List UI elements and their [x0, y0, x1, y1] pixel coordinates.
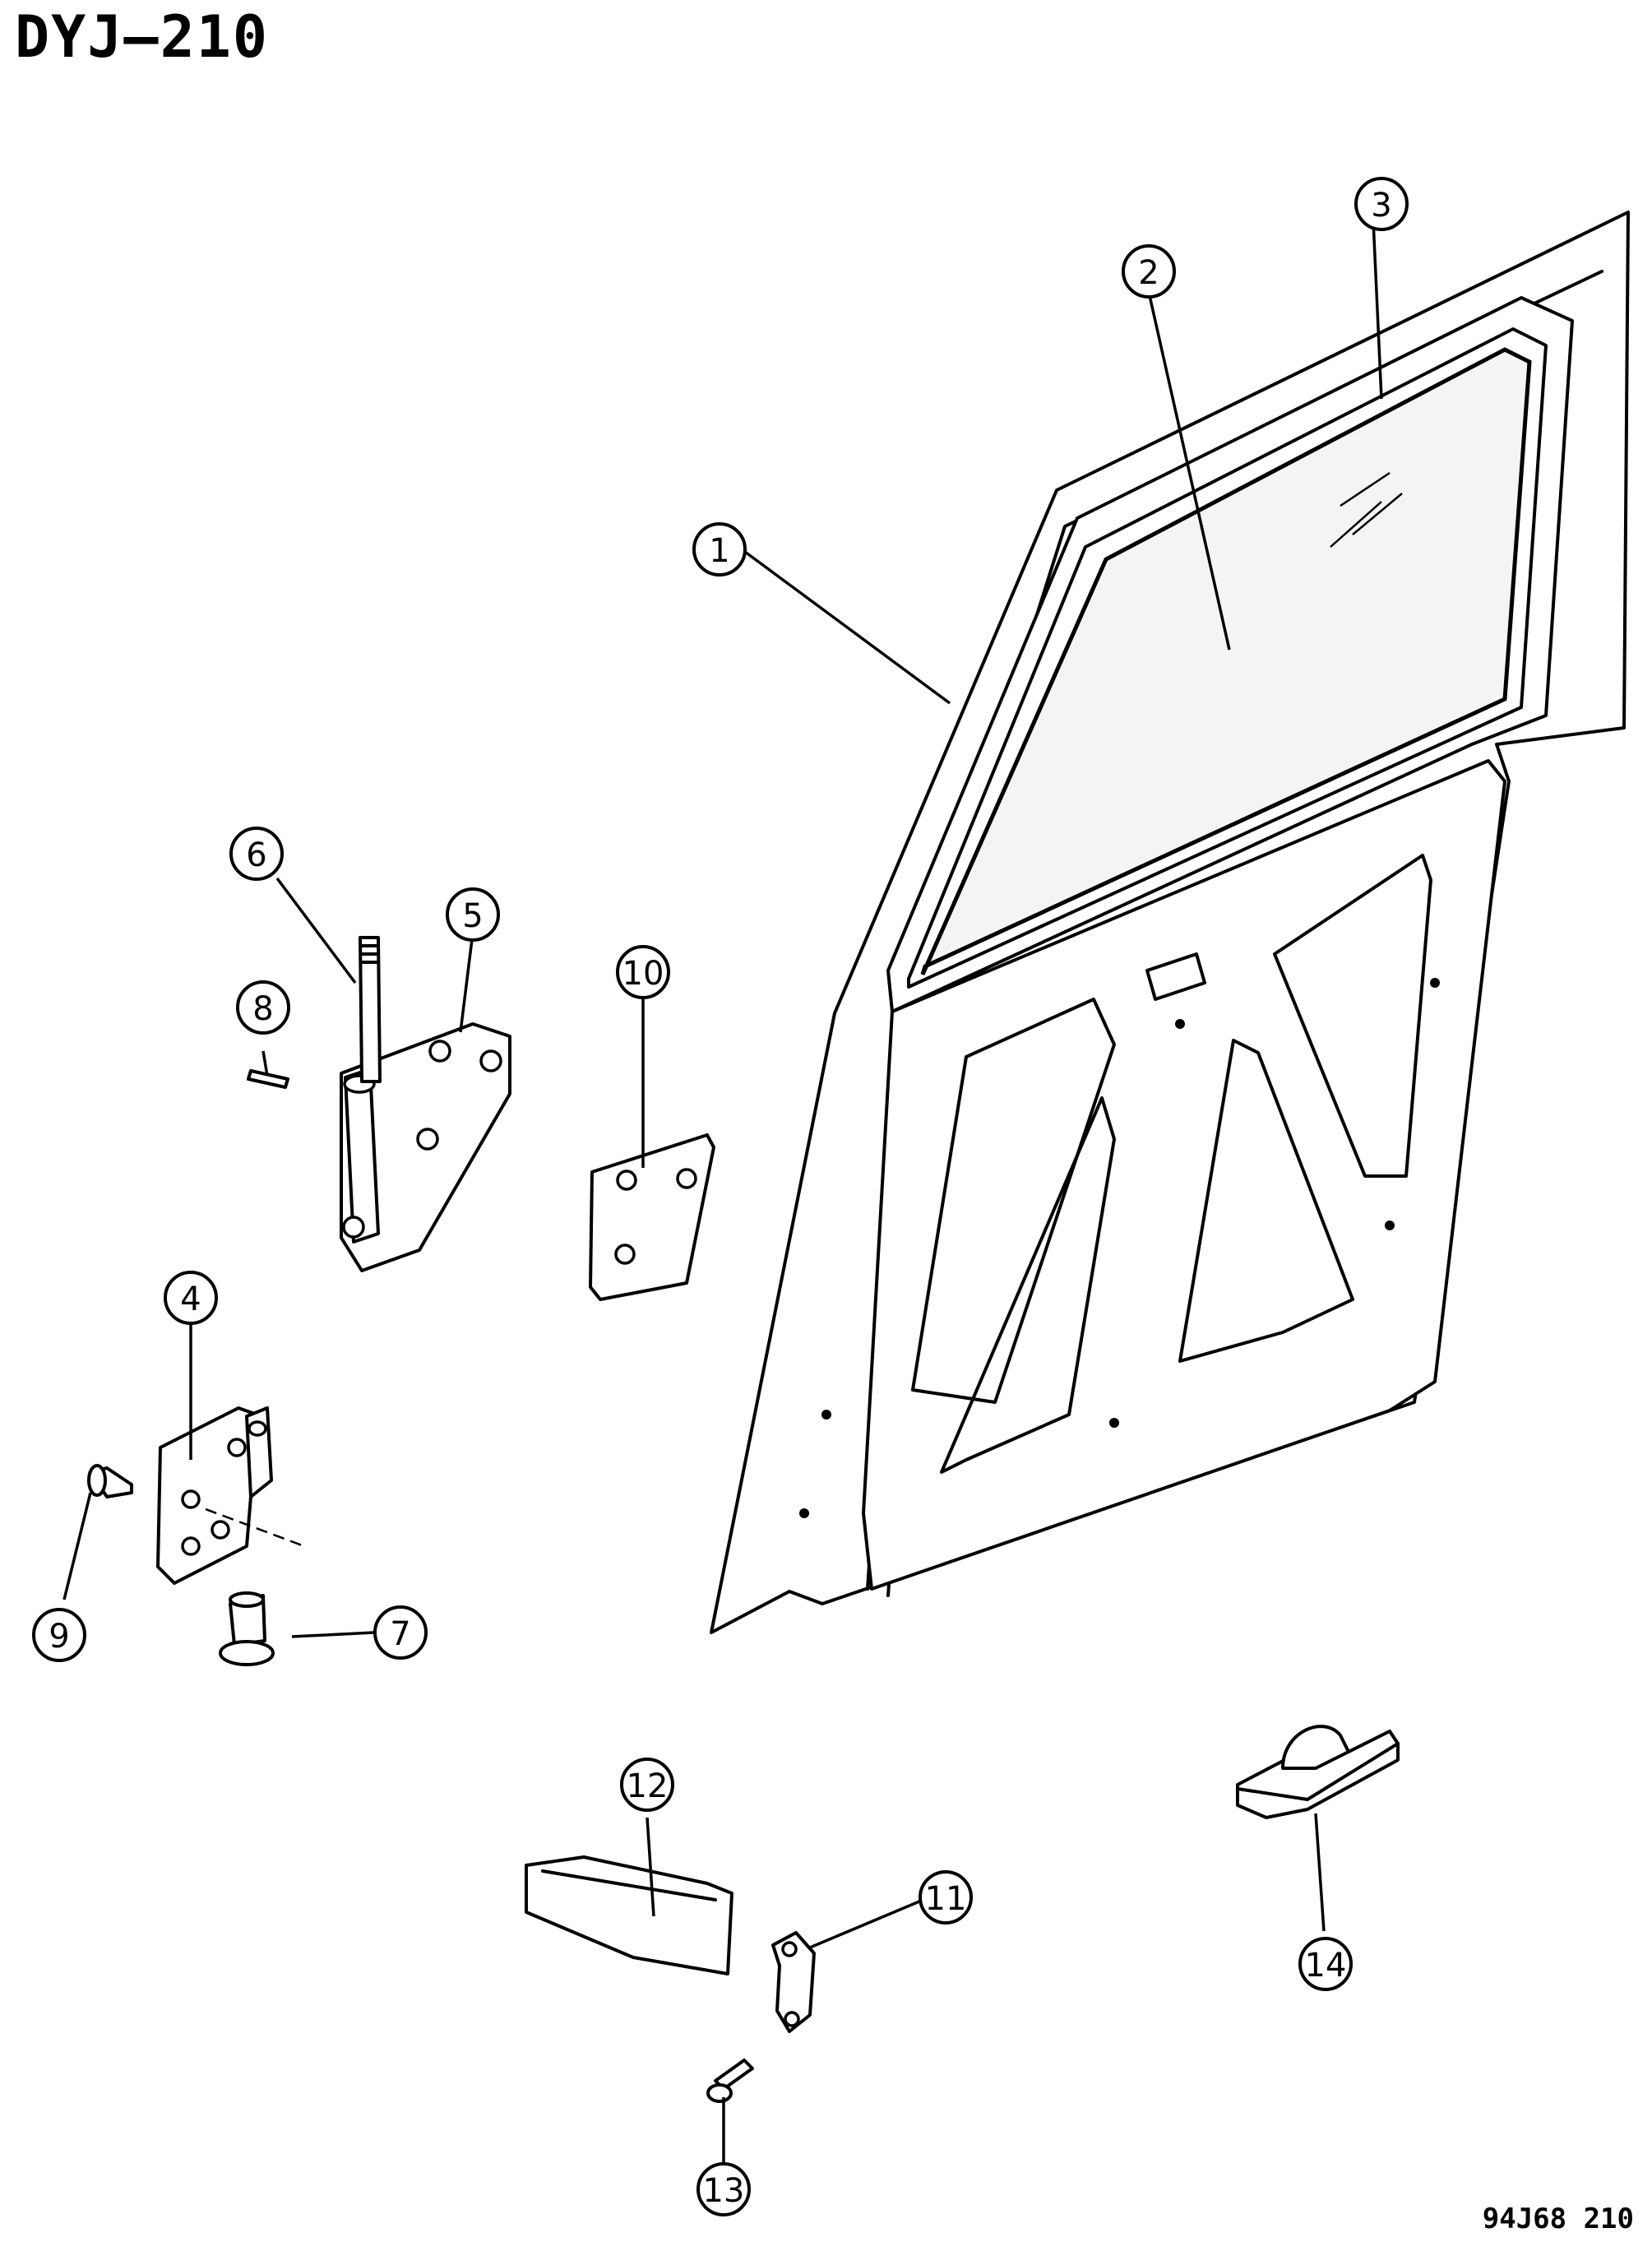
callout-12: 12 [620, 1758, 674, 1812]
bushing [219, 1591, 275, 1666]
callout-7-label: 7 [390, 1615, 410, 1653]
callout-10: 10 [616, 945, 670, 999]
callout-3-label: 3 [1371, 187, 1391, 225]
callout-11-label: 11 [925, 1880, 967, 1918]
callout-11: 11 [919, 1870, 973, 1924]
callout-6: 6 [229, 827, 284, 881]
callout-2: 2 [1122, 244, 1176, 299]
shim-plate [589, 1133, 715, 1301]
callout-1: 1 [692, 522, 747, 577]
callout-9: 9 [32, 1608, 86, 1662]
small-screw [706, 2059, 754, 2103]
handle-bracket [771, 1931, 816, 2033]
callout-4-label: 4 [180, 1281, 201, 1318]
upper-hinge [340, 1022, 511, 1272]
callout-13-label: 13 [703, 2172, 745, 2210]
door-handle [525, 1855, 733, 1975]
door-panel [710, 211, 1630, 1634]
callout-14-label: 14 [1305, 1947, 1347, 1985]
callout-8-label: 8 [252, 990, 273, 1028]
callout-10-label: 10 [622, 955, 664, 993]
callout-8: 8 [236, 980, 290, 1035]
callout-7: 7 [373, 1605, 428, 1660]
drawing-code: 94J68 210 [1482, 2202, 1634, 2235]
strap-clip [1236, 1725, 1400, 1819]
lower-hinge [156, 1406, 305, 1585]
callout-12-label: 12 [627, 1767, 669, 1805]
callout-4: 4 [164, 1271, 218, 1325]
hinge-pin [359, 936, 382, 1083]
callout-3: 3 [1354, 177, 1409, 231]
retainer-pin [247, 1069, 289, 1089]
callout-9-label: 9 [49, 1618, 69, 1656]
callout-6-label: 6 [246, 836, 266, 874]
screw [87, 1464, 133, 1498]
leader-lines [62, 220, 1383, 2163]
callout-5-label: 5 [462, 897, 483, 935]
diagram-title: DYJ–210 [15, 3, 270, 71]
callout-2-label: 2 [1138, 254, 1159, 292]
callout-14: 14 [1298, 1937, 1353, 1991]
callout-13: 13 [696, 2162, 751, 2216]
callout-5: 5 [446, 887, 500, 942]
callout-1-label: 1 [709, 532, 729, 570]
